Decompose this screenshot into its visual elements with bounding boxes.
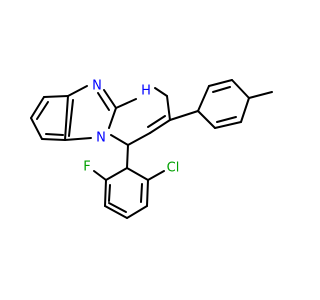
ring-nitrogen-label: N [96, 131, 106, 146]
structure-canvas: N H N Cl F [30, 79, 273, 219]
chlorine-label: Cl [167, 161, 180, 176]
imine-nitrogen-label: N [92, 79, 102, 94]
fluorine-label: F [83, 160, 90, 175]
pyrimidine-ring [110, 87, 171, 169]
benzo-ring [30, 95, 74, 141]
tolyl-ring [169, 79, 273, 129]
nh-hydrogen-label: H [141, 84, 151, 99]
imidazole-ring [64, 85, 117, 141]
halophenyl-ring [93, 167, 165, 219]
molecule-drawing: N H N Cl F [30, 79, 273, 219]
